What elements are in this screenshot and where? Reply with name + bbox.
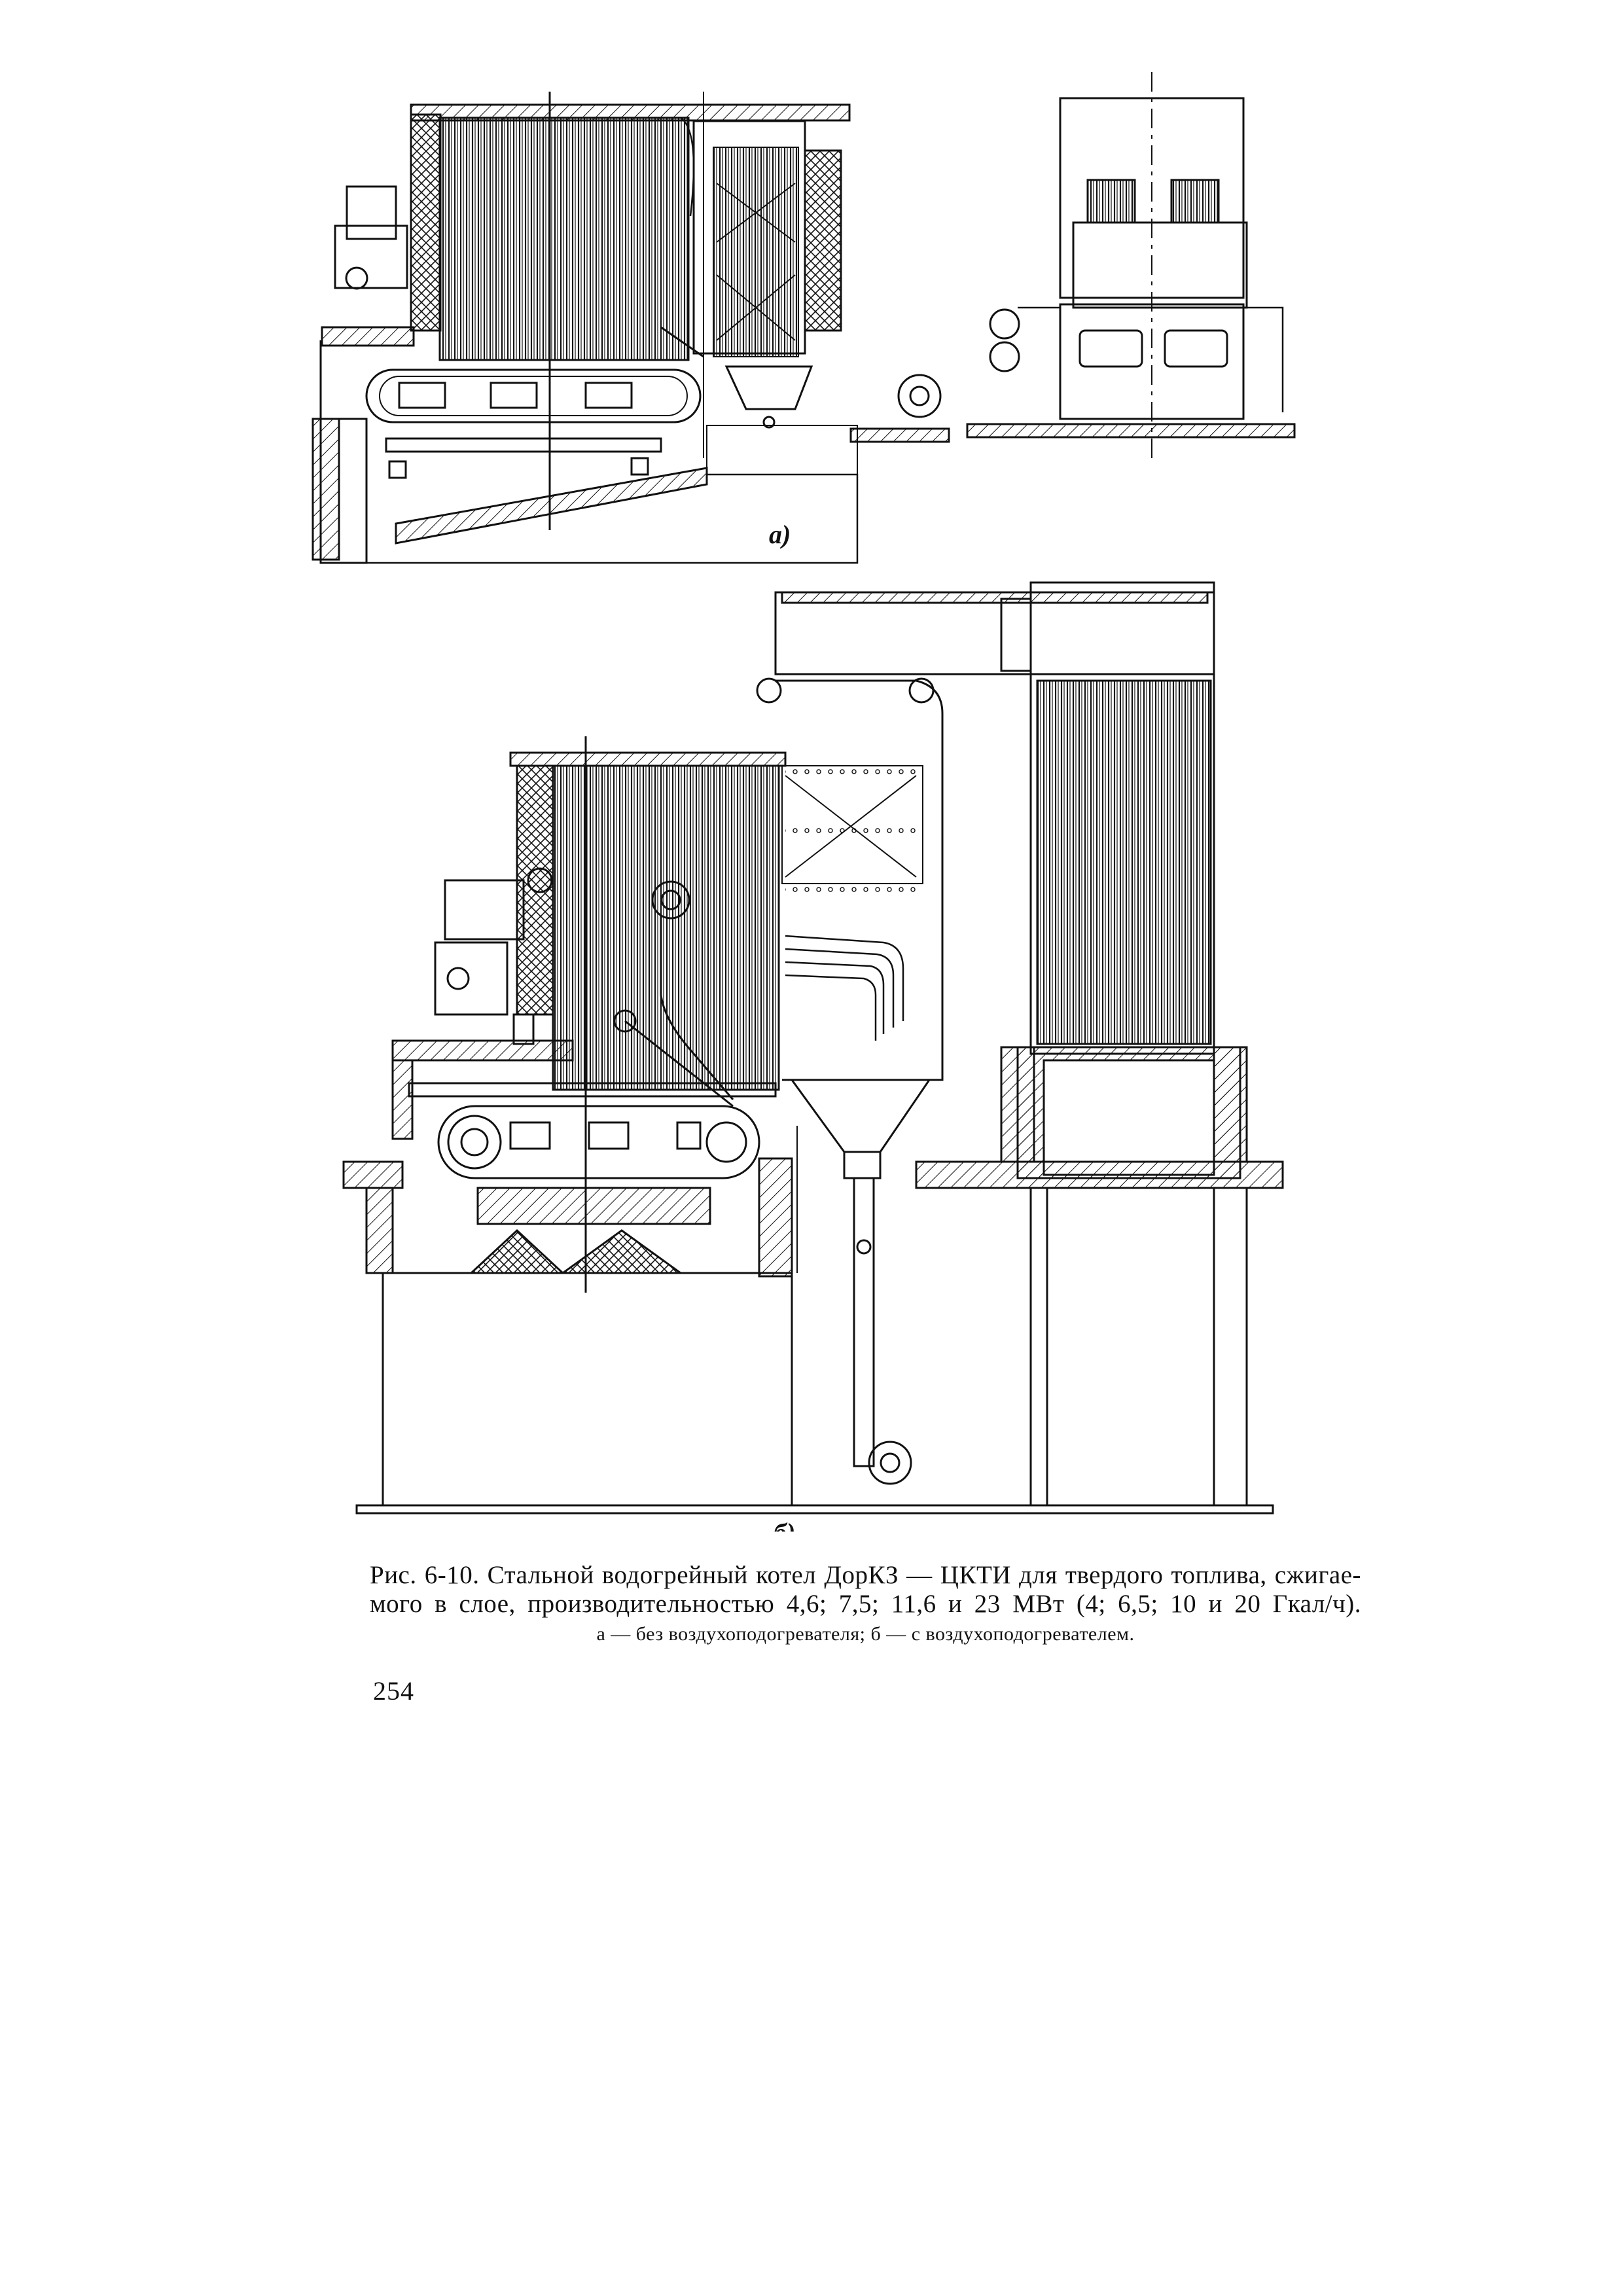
figure-label-b: б)	[774, 1518, 795, 1532]
view-a-side-section	[312, 92, 950, 564]
caption-line-2: мого в слое, производительностью 4,6; 7,…	[370, 1590, 1361, 1618]
caption-line-1: Рис. 6-10. Стальной водогрейный котел До…	[370, 1561, 1361, 1589]
view-a-front-view	[966, 72, 1296, 458]
figure-label-a: а)	[769, 520, 791, 549]
page-number: 254	[373, 1676, 414, 1706]
boiler-technical-drawing: а) б)	[312, 72, 1296, 1532]
view-b-section	[342, 581, 1284, 1515]
caption-legend: а — без воздухоподогревателя; б — с возд…	[596, 1623, 1135, 1645]
figure-caption: Рис. 6-10. Стальной водогрейный котел До…	[370, 1561, 1361, 1647]
